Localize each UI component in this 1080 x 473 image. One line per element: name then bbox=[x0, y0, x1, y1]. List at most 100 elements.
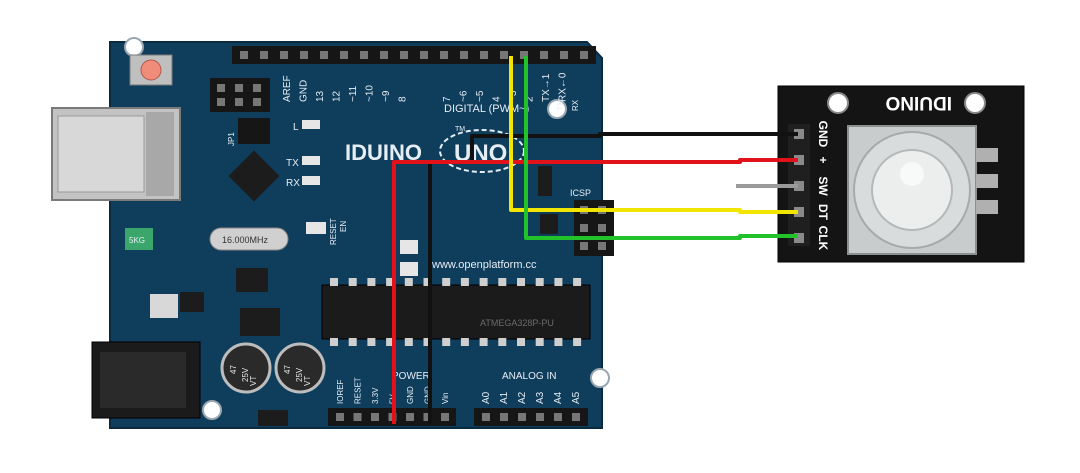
chip-label: ATMEGA328P-PU bbox=[480, 318, 554, 328]
module-pin-label: CLK bbox=[816, 226, 830, 251]
digital-pin-label: 7 bbox=[442, 96, 453, 102]
chip-leg bbox=[404, 338, 413, 346]
header-pin bbox=[406, 413, 414, 421]
mounting-hole bbox=[124, 37, 144, 57]
regulator-chip bbox=[236, 268, 268, 292]
power-pin-label: 3.3V bbox=[371, 387, 380, 404]
usb-connector-face bbox=[57, 115, 145, 193]
header-pin bbox=[371, 413, 379, 421]
capacitor-2: 47 25V VT bbox=[274, 342, 326, 394]
module-pin-label: DT bbox=[816, 204, 830, 221]
fuse-label: 5KG bbox=[129, 236, 145, 245]
header-pin bbox=[353, 413, 362, 421]
smd-part bbox=[540, 214, 558, 234]
digital-pin-label: ~5 bbox=[475, 90, 486, 102]
chip-leg bbox=[573, 338, 582, 346]
chip-leg bbox=[330, 278, 338, 286]
encoder-leg bbox=[976, 200, 998, 214]
analog-pin-label: A1 bbox=[499, 391, 510, 404]
header-pin bbox=[300, 51, 308, 59]
encoder-knob[interactable] bbox=[871, 149, 953, 231]
module-pin bbox=[794, 207, 804, 217]
analog-pin-label: A4 bbox=[553, 391, 564, 404]
digital-pin-label: 8 bbox=[398, 96, 409, 102]
smd-part bbox=[150, 294, 178, 318]
smd-part bbox=[400, 262, 418, 276]
analog-pin-label: A2 bbox=[517, 391, 528, 404]
chip-leg bbox=[517, 278, 525, 286]
header-pin bbox=[480, 51, 488, 59]
header-pin bbox=[420, 51, 428, 59]
usb-connector-side bbox=[146, 112, 174, 196]
digital-pin-label: ~11 bbox=[348, 85, 359, 102]
chip-leg bbox=[367, 338, 376, 346]
digital-header-pins bbox=[240, 51, 588, 59]
chip-leg bbox=[367, 278, 376, 286]
atmega-chip bbox=[321, 284, 591, 340]
wires bbox=[392, 56, 798, 424]
header-pin bbox=[482, 413, 490, 421]
header-pin bbox=[460, 51, 468, 59]
chip-leg bbox=[442, 338, 451, 346]
mounting-hole bbox=[202, 400, 222, 420]
reset-button-cap[interactable] bbox=[140, 59, 162, 81]
analog-pin-label: A5 bbox=[571, 391, 582, 404]
smd-part bbox=[400, 240, 418, 254]
tx-header-label: TX bbox=[556, 100, 565, 111]
chip-leg bbox=[386, 338, 395, 346]
analog-label: ANALOG IN bbox=[502, 371, 556, 382]
chip-leg bbox=[554, 338, 563, 346]
header-pin bbox=[380, 51, 388, 59]
module-pin-label: SW bbox=[816, 176, 830, 196]
module-brand: IDUINO bbox=[886, 92, 953, 113]
smd-part bbox=[180, 292, 204, 312]
chip-leg bbox=[479, 338, 488, 346]
power-jack-inner bbox=[100, 352, 186, 408]
power-pin-label: Vin bbox=[441, 393, 450, 404]
digital-pin-label: ~9 bbox=[381, 90, 392, 102]
analog-pin-labels: A0 A1 A2 A3 A4 A5 bbox=[481, 391, 582, 404]
digital-label: DIGITAL (PWM~) bbox=[444, 103, 529, 115]
encoder-knob-highlight bbox=[900, 162, 924, 186]
header-pin bbox=[336, 413, 344, 421]
chip-leg bbox=[460, 338, 469, 346]
chip-leg bbox=[517, 338, 525, 346]
chip-leg bbox=[348, 278, 357, 286]
header-pin bbox=[340, 51, 348, 59]
header-pin bbox=[580, 51, 588, 59]
chip-leg bbox=[573, 278, 582, 286]
digital-pin-label: RX←0 bbox=[558, 72, 569, 102]
power-pin-label: IOREF bbox=[336, 379, 345, 404]
header-pin bbox=[423, 413, 432, 421]
chip-leg bbox=[460, 278, 469, 286]
digital-pin-label: 4 bbox=[492, 96, 503, 102]
chip-leg bbox=[442, 278, 451, 286]
analog-pin-label: A3 bbox=[535, 391, 546, 404]
header-pin bbox=[520, 51, 528, 59]
tx-label: TX bbox=[286, 158, 299, 169]
mounting-hole bbox=[827, 92, 849, 114]
icsp-label: ICSP bbox=[570, 188, 591, 198]
digital-pin-label: 13 bbox=[315, 90, 326, 102]
board-url: www.openplatform.cc bbox=[431, 259, 537, 271]
jp1-header bbox=[238, 118, 270, 144]
module-pin-label: + bbox=[816, 156, 830, 163]
svg-text:47: 47 bbox=[229, 365, 238, 374]
power-label: POWER bbox=[392, 371, 430, 382]
l-label: L bbox=[293, 122, 299, 133]
en-silk-label: EN bbox=[339, 221, 348, 232]
digital-pin-label: 2 bbox=[525, 96, 536, 102]
header-pin bbox=[500, 413, 508, 421]
header-pin bbox=[540, 51, 548, 59]
wire-yellow bbox=[509, 56, 798, 214]
header-pin bbox=[320, 51, 328, 59]
chip-leg bbox=[479, 278, 488, 286]
module-pins bbox=[794, 129, 804, 243]
crystal-label: 16.000MHz bbox=[222, 235, 269, 245]
chip-leg bbox=[554, 278, 563, 286]
power-pin-label: GND bbox=[406, 386, 415, 404]
analog-pin-label: A0 bbox=[481, 391, 492, 404]
